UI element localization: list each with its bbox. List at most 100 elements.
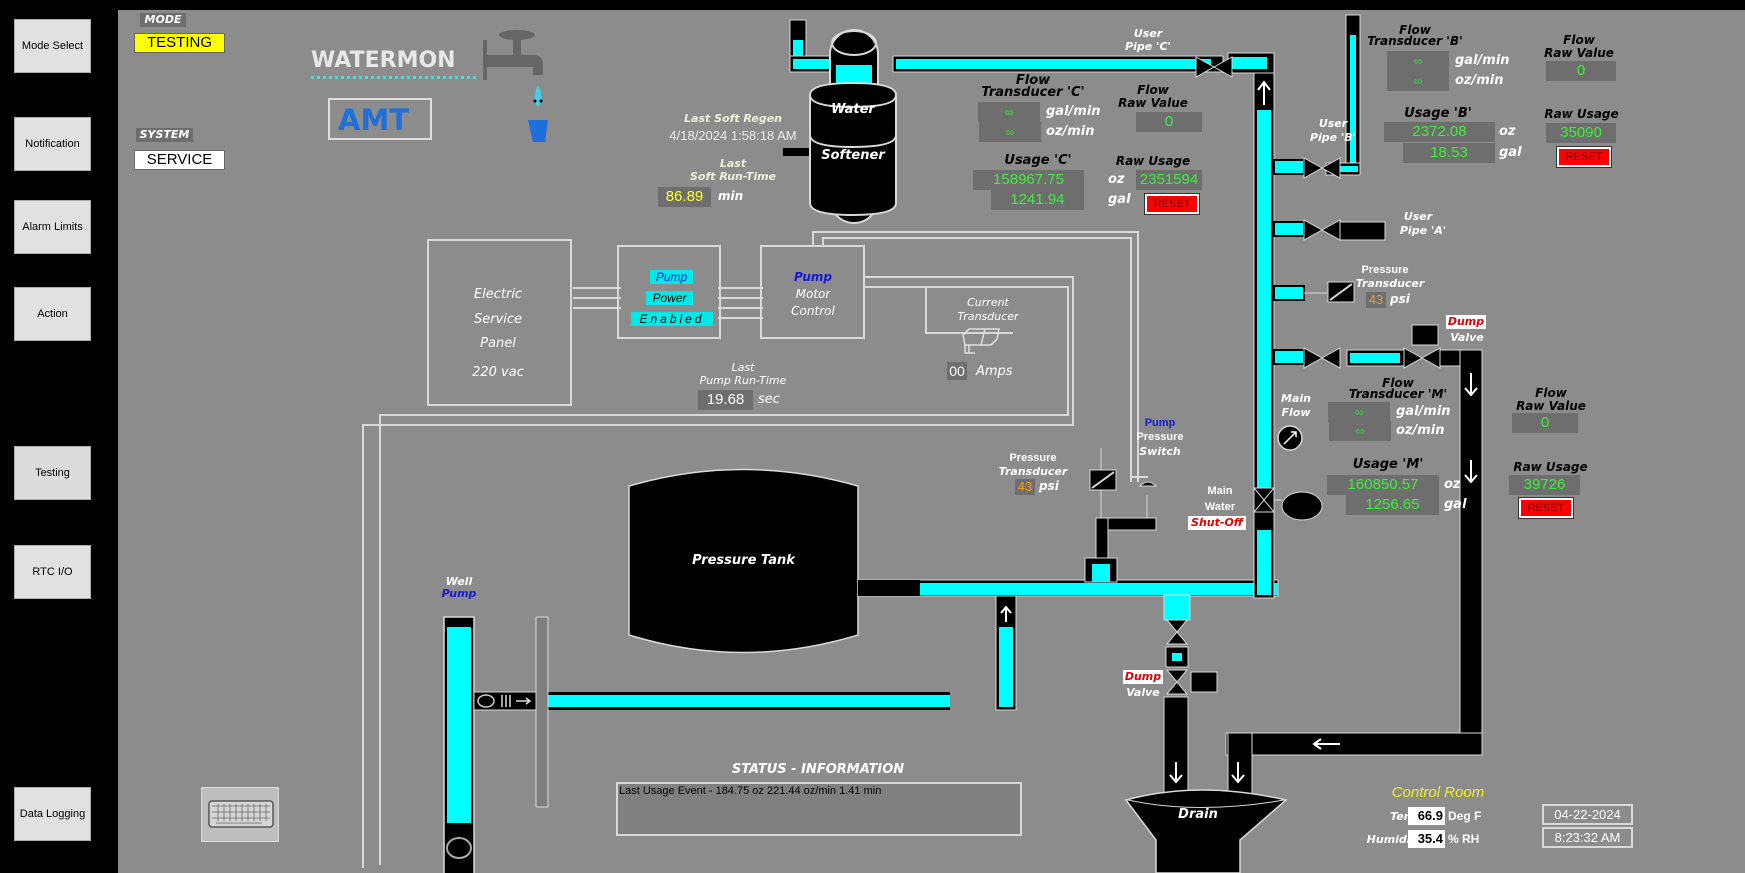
- system-value[interactable]: SERVICE: [134, 150, 225, 170]
- transducer-b-ozpm-unit: oz/min: [1455, 73, 1504, 88]
- transducer-b-gpm: ∞: [1387, 51, 1449, 71]
- current-transducer-icon: [962, 328, 1000, 354]
- status-text: Last Usage Event - 184.75 oz 221.44 oz/m…: [619, 785, 882, 797]
- transducer-b-title-2: Transducer 'B': [1367, 34, 1463, 48]
- amps-unit: Amps: [976, 364, 1013, 379]
- well-pump-label-1: Well: [445, 575, 473, 588]
- transducer-b-raw-label-1: Flow: [1563, 33, 1595, 47]
- pipe-a-label-1: User: [1403, 210, 1433, 223]
- reset-label: RESET: [1147, 196, 1197, 212]
- pipe-c-label-2: Pipe 'C': [1125, 40, 1171, 53]
- pressure-left-unit: psi: [1039, 479, 1059, 493]
- pipe-b-label-2: Pipe 'B': [1309, 131, 1357, 144]
- transducer-m-gpm-unit: gal/min: [1396, 404, 1451, 419]
- mode-value[interactable]: TESTING: [134, 33, 225, 53]
- mode-select-button[interactable]: Mode Select: [14, 19, 91, 73]
- transducer-m-title-1: Flow: [1382, 376, 1414, 390]
- soft-runtime-label-2: Soft Run-Time: [689, 170, 777, 183]
- transducer-m-raw-label-2: Raw Value: [1516, 399, 1586, 413]
- control-room-title: Control Room: [1391, 784, 1485, 801]
- transducer-m-raw-usage: 39726: [1509, 475, 1580, 495]
- usage-m-oz: 160850.57: [1327, 475, 1439, 495]
- soft-regen-label: Last Soft Regen: [684, 112, 782, 125]
- pressure-right-unit: psi: [1390, 292, 1410, 306]
- transducer-m-raw-label-1: Flow: [1535, 386, 1567, 400]
- transducer-m-raw-usage-label: Raw Usage: [1513, 460, 1588, 474]
- usage-b-gal: 18.53: [1403, 143, 1495, 163]
- transducer-c-gpm: ∞: [978, 102, 1040, 122]
- transducer-c-reset-button[interactable]: RESET: [1144, 193, 1200, 215]
- amt-logo: AMT: [338, 103, 410, 137]
- soft-regen-time: 4/18/2024 1:58:18 AM: [669, 128, 797, 143]
- motor-control-label-1: Pump: [793, 270, 832, 284]
- current-transducer-label-1: Current: [967, 296, 1009, 309]
- pressure-left-label-1: Pressure: [1009, 452, 1057, 464]
- transducer-c-ozpm: ∞: [979, 122, 1041, 142]
- pump-runtime-label-1: Last: [731, 361, 755, 374]
- pressure-right-label-1: Pressure: [1361, 264, 1409, 276]
- current-transducer-label-2: Transducer: [957, 310, 1019, 323]
- dump-valve-bottom-label-2: Valve: [1126, 686, 1160, 699]
- wiring: [362, 231, 1148, 868]
- watermon-wave: [311, 73, 476, 79]
- testing-button[interactable]: Testing: [14, 446, 91, 500]
- usage-m-oz-unit: oz: [1444, 477, 1461, 492]
- usage-c-label: Usage 'C': [1004, 153, 1072, 168]
- valves: [1195, 56, 1441, 513]
- soft-runtime-label-1: Last: [719, 157, 747, 170]
- main-panel: MODE TESTING SYSTEM SERVICE WATERMON AMT…: [118, 10, 1745, 873]
- data-logging-button[interactable]: Data Logging: [14, 787, 91, 841]
- transducer-b-reset-button[interactable]: RESET: [1556, 146, 1612, 168]
- transducer-c-title-2: Transducer 'C': [981, 85, 1085, 100]
- usage-b-oz-unit: oz: [1499, 124, 1516, 139]
- alarm-limits-button[interactable]: Alarm Limits: [14, 200, 91, 254]
- watermon-logo: WATERMON: [311, 48, 456, 73]
- transducer-m-ozpm-unit: oz/min: [1396, 423, 1445, 438]
- humidity-value: 35.4: [1408, 830, 1445, 848]
- action-button[interactable]: Action: [14, 287, 91, 341]
- motor-control-label-3: Control: [791, 304, 835, 318]
- keyboard-button[interactable]: [201, 787, 279, 842]
- softener-label-2: Softener: [821, 148, 885, 163]
- dump-valve-top-label-2: Valve: [1450, 331, 1484, 344]
- transducer-m-reset-button[interactable]: RESET: [1518, 497, 1574, 519]
- amt-logo-box: AMT: [328, 98, 432, 140]
- process-diagram: [362, 14, 1483, 873]
- pipe-c-label-1: User: [1133, 27, 1163, 40]
- transducer-c-raw-usage-label: Raw Usage: [1115, 154, 1191, 168]
- main-flow-label-1: Main: [1281, 392, 1311, 405]
- faucet-icon: [483, 30, 548, 142]
- transducer-c-raw-usage: 2351594: [1136, 170, 1202, 190]
- transducer-c-raw-label-2: Raw Value: [1118, 96, 1188, 110]
- humidity-unit: % RH: [1448, 832, 1480, 846]
- transducer-c-title-1: Flow: [1015, 73, 1051, 88]
- usage-m-label: Usage 'M': [1352, 457, 1424, 472]
- pump-switch-label-2: Pressure: [1136, 431, 1184, 443]
- usage-b-label: Usage 'B': [1404, 106, 1472, 121]
- pump-runtime-unit: sec: [758, 392, 780, 407]
- usage-c-oz-unit: oz: [1108, 172, 1125, 187]
- clock-time: 8:23:32 AM: [1542, 827, 1633, 848]
- pipe-b-label-1: User: [1318, 117, 1348, 130]
- notification-button[interactable]: Notification: [14, 117, 91, 171]
- status-title: STATUS - INFORMATION: [731, 762, 905, 777]
- transducer-b-raw-usage-label: Raw Usage: [1544, 107, 1619, 121]
- main-flow-label-2: Flow: [1281, 406, 1311, 419]
- main-shutoff-label-3: Shut-Off: [1188, 516, 1246, 530]
- usage-c-oz: 158967.75: [973, 170, 1084, 190]
- electric-panel-label-2: Service: [473, 312, 523, 327]
- reset-label: RESET: [1521, 500, 1571, 516]
- transducer-b-gpm-unit: gal/min: [1455, 53, 1510, 68]
- pressure-tank-label: Pressure Tank: [692, 553, 795, 568]
- rtc-io-button[interactable]: RTC I/O: [14, 545, 91, 599]
- temp-value: 66.9: [1408, 807, 1445, 825]
- usage-b-gal-unit: gal: [1499, 145, 1522, 160]
- reset-label: RESET: [1559, 149, 1609, 165]
- status-box: Last Usage Event - 184.75 oz 221.44 oz/m…: [616, 782, 1022, 836]
- pump-switch-label-1: Pump: [1144, 417, 1176, 429]
- system-label: SYSTEM: [136, 128, 193, 142]
- transducer-c-raw-value: 0: [1136, 112, 1202, 132]
- soft-runtime-unit: min: [718, 189, 744, 203]
- transducer-m-ozpm: ∞: [1329, 421, 1391, 441]
- dump-valve-top-label-1: Dump: [1446, 315, 1486, 329]
